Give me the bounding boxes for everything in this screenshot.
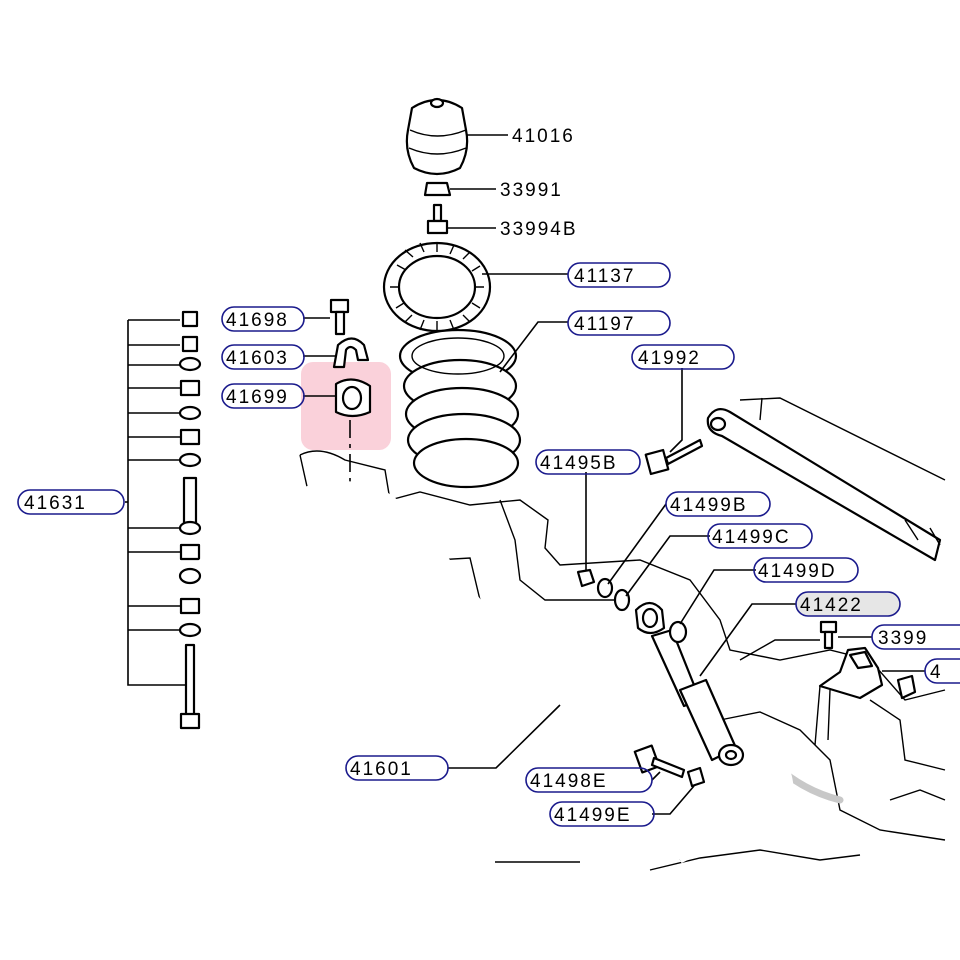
bump-stop-41016 bbox=[405, 97, 469, 176]
label-41498e: 41498E bbox=[530, 771, 608, 792]
label-41992: 41992 bbox=[638, 348, 701, 369]
label-41422: 41422 bbox=[800, 595, 863, 616]
label-41603: 41603 bbox=[226, 348, 289, 369]
pill-41992[interactable] bbox=[631, 344, 735, 370]
nut-41499e bbox=[686, 766, 706, 788]
label-41698: 41698 bbox=[226, 310, 289, 331]
pill-41137[interactable] bbox=[567, 262, 671, 288]
pill-41698[interactable] bbox=[221, 306, 305, 332]
label-41499d: 41499D bbox=[758, 561, 837, 582]
pill-41197[interactable] bbox=[567, 310, 671, 336]
nut-41495b bbox=[576, 568, 596, 588]
pill-41601[interactable] bbox=[345, 755, 449, 781]
bolt-41698 bbox=[329, 298, 350, 336]
label-33991: 33991 bbox=[500, 180, 563, 201]
label-33994b: 33994B bbox=[500, 219, 578, 240]
part-labels: 41016 33991 33994B 41137 41197 41992 416… bbox=[17, 126, 960, 827]
washer-41499c bbox=[613, 588, 631, 612]
bolt-41992 bbox=[644, 438, 704, 476]
shock-absorber-41422 bbox=[634, 601, 745, 767]
spring-seat-41137 bbox=[382, 241, 492, 333]
bolt-33994b bbox=[426, 203, 449, 235]
pill-41631[interactable] bbox=[17, 489, 125, 515]
bushing-stack-41631 bbox=[125, 310, 202, 730]
pill-41499e[interactable] bbox=[549, 801, 655, 827]
label-41631: 41631 bbox=[24, 493, 87, 514]
lateral-rod bbox=[706, 407, 942, 562]
label-41197: 41197 bbox=[574, 314, 635, 335]
label-41137: 41137 bbox=[574, 266, 635, 287]
pill-41499b[interactable] bbox=[665, 491, 771, 517]
leader-lines bbox=[303, 134, 925, 815]
pill-41499d[interactable] bbox=[753, 557, 859, 583]
bump-stop-bracket bbox=[814, 646, 917, 746]
label-41499c: 41499C bbox=[712, 527, 791, 548]
bolt-3399x bbox=[819, 620, 838, 650]
pill-3399x[interactable] bbox=[871, 624, 960, 650]
bracket-41603 bbox=[332, 337, 370, 369]
label-41601: 41601 bbox=[350, 759, 413, 780]
label-41499e: 41499E bbox=[554, 805, 632, 826]
label-4x: 4 bbox=[930, 662, 943, 683]
stabilizer-bar-41601 bbox=[178, 480, 794, 864]
label-41499b: 41499B bbox=[670, 495, 748, 516]
pill-41495b[interactable] bbox=[535, 449, 641, 475]
label-41495b: 41495B bbox=[540, 453, 618, 474]
pill-41603[interactable] bbox=[221, 344, 305, 370]
pill-41499c[interactable] bbox=[707, 523, 813, 549]
pill-41498e[interactable] bbox=[525, 767, 653, 793]
coil-spring-41197 bbox=[398, 328, 522, 489]
bolt-41498e bbox=[633, 744, 686, 779]
label-41699: 41699 bbox=[226, 387, 289, 408]
washer-41499d bbox=[668, 620, 688, 644]
pill-4x[interactable] bbox=[924, 658, 960, 684]
label-41016: 41016 bbox=[512, 126, 575, 147]
nut-33991 bbox=[423, 181, 452, 197]
label-3399x: 3399 bbox=[878, 628, 928, 649]
pill-41699[interactable] bbox=[221, 383, 305, 409]
pill-41422[interactable] bbox=[795, 591, 901, 617]
